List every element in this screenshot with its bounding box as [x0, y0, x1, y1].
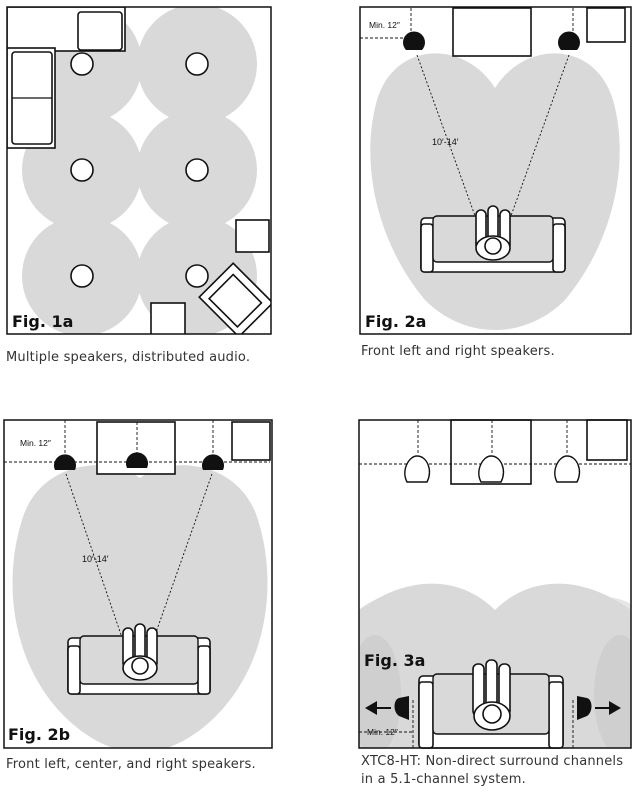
speaker-icon [404, 455, 431, 483]
speaker-icon [554, 455, 581, 483]
fig-label: Fig. 3a [364, 651, 425, 670]
speaker-icon [70, 52, 94, 76]
fig-2a-caption: Front left and right speakers. [361, 344, 555, 359]
fig-3a-caption-line-2: in a 5.1-channel system. [361, 772, 526, 787]
fig-label: Fig. 2a [365, 312, 426, 331]
fig-1a-caption: Multiple speakers, distributed audio. [6, 350, 251, 365]
end-table [235, 219, 270, 253]
tv-icon [452, 7, 532, 57]
fig-2b-caption: Front left, center, and right speakers. [6, 757, 256, 772]
listener-icon [122, 623, 158, 681]
speaker-icon [478, 455, 505, 483]
fig-label: Fig. 2b [8, 725, 70, 744]
speaker-icon [70, 264, 94, 288]
cabinet-icon [586, 7, 626, 43]
speaker-icon [185, 264, 209, 288]
speaker-icon [185, 52, 209, 76]
distance-label: 10′-14′ [432, 137, 459, 147]
fig-3a-diagram: Min. 12″ Fig. 3a [358, 419, 632, 749]
fig-label: Fig. 1a [12, 312, 73, 331]
speaker-icon [125, 452, 148, 468]
fig-1a-diagram: Fig. 1a [6, 6, 272, 335]
speaker-icon [54, 454, 76, 470]
room-outline [3, 419, 273, 749]
furniture [7, 7, 271, 334]
armchair-icon [198, 262, 271, 334]
fig-2b-diagram: Min. 12″ 10′-14′ Fig. 2b [3, 419, 273, 749]
arrow-left-icon [365, 701, 391, 715]
speaker-icon [202, 454, 224, 470]
min-distance-label: Min. 12″ [20, 438, 51, 448]
fig-3a-caption-line-1: XTC8-HT: Non-direct surround channels [361, 754, 624, 769]
room-outline [358, 419, 632, 749]
end-table [150, 302, 186, 334]
speaker-icon [70, 158, 94, 182]
speakers [70, 52, 209, 288]
speaker-icon [577, 696, 592, 720]
cabinet-icon [231, 421, 271, 461]
fig-3a-caption: XTC8-HT: Non-direct surround channels in… [361, 753, 623, 789]
cabinet-icon [586, 419, 628, 461]
listener-icon [472, 659, 511, 731]
fig-2a-diagram: Min. 12″ 10′-14′ Fig. 2a [359, 6, 632, 335]
speaker-icon [558, 31, 580, 50]
room-outline [359, 6, 632, 335]
min-distance-label: Min. 12″ [367, 727, 398, 737]
min-distance-label: Min. 12″ [369, 20, 400, 30]
arrow-right-icon [595, 701, 621, 715]
room-outline [6, 6, 272, 335]
speaker-icon [394, 696, 409, 720]
speaker-icon [403, 31, 425, 50]
distance-label: 10′-14′ [82, 554, 109, 564]
speaker-icon [185, 158, 209, 182]
listener-icon [475, 205, 511, 261]
